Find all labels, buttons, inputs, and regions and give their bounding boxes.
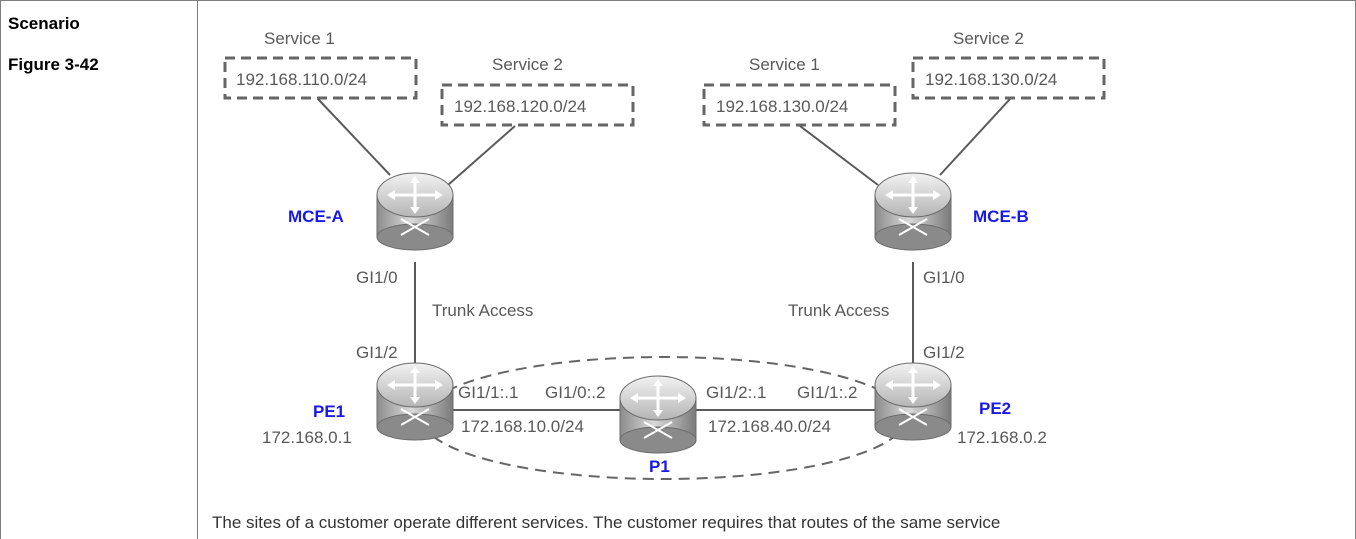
device-name-mce-a: MCE-A (288, 207, 344, 226)
interface-pe2-up: GI1/2 (923, 343, 965, 362)
network-label-b2: 192.168.130.0/24 (925, 70, 1057, 89)
router-pe2-icon (873, 361, 953, 442)
device-name-mce-b: MCE-B (973, 207, 1029, 226)
link-a1-mce-a (317, 98, 391, 176)
service-label-a2: Service 2 (492, 55, 563, 74)
subnet-box-b2 (911, 56, 1106, 100)
device-address-pe2: 172.168.0.2 (957, 428, 1047, 447)
router-mce-a-icon (375, 171, 455, 252)
link-a2-mce-a (447, 125, 516, 186)
device-name-pe2: PE2 (979, 399, 1011, 418)
network-label-a2: 192.168.120.0/24 (454, 97, 586, 116)
interface-pe2-left: GI1/1:.2 (797, 383, 857, 402)
interface-pe1-up: GI1/2 (356, 343, 398, 362)
scenario-heading: Scenario (8, 14, 80, 33)
figure-label: Figure 3-42 (8, 55, 99, 74)
link-label-pe1-p1: 172.168.10.0/24 (461, 417, 584, 436)
interface-mce-b: GI1/0 (923, 268, 965, 287)
service-label-a1: Service 1 (264, 29, 335, 48)
router-p1-icon (618, 374, 698, 455)
network-label-b1: 192.168.130.0/24 (716, 97, 848, 116)
router-pe1-icon (375, 361, 455, 442)
device-address-pe1: 172.168.0.1 (262, 428, 352, 447)
column-divider (197, 0, 198, 539)
router-mce-b-icon (873, 171, 953, 252)
description-text: The sites of a customer operate differen… (212, 513, 1001, 532)
link-b2-mce-b (939, 98, 1011, 176)
subnet-box-a1 (223, 56, 418, 100)
interface-mce-a: GI1/0 (356, 268, 398, 287)
interface-p1-right: GI1/2:.1 (706, 383, 766, 402)
interface-p1-left: GI1/0:.2 (545, 383, 605, 402)
subnet-box-a2 (440, 83, 635, 127)
network-label-a1: 192.168.110.0/24 (236, 70, 367, 89)
table-left-border (0, 0, 1, 539)
interface-pe1-right: GI1/1:.1 (458, 383, 518, 402)
link-b1-mce-b (799, 125, 879, 186)
link-label-right-trunk: Trunk Access (788, 301, 889, 320)
link-label-left-trunk: Trunk Access (432, 301, 533, 320)
service-label-b2: Service 2 (953, 29, 1024, 48)
subnet-box-b1 (702, 83, 897, 127)
device-name-p1: P1 (649, 457, 670, 476)
link-label-p1-pe2: 172.168.40.0/24 (708, 417, 831, 436)
device-name-pe1: PE1 (313, 402, 345, 421)
service-label-b1: Service 1 (749, 55, 820, 74)
table-top-border (0, 0, 1356, 1)
